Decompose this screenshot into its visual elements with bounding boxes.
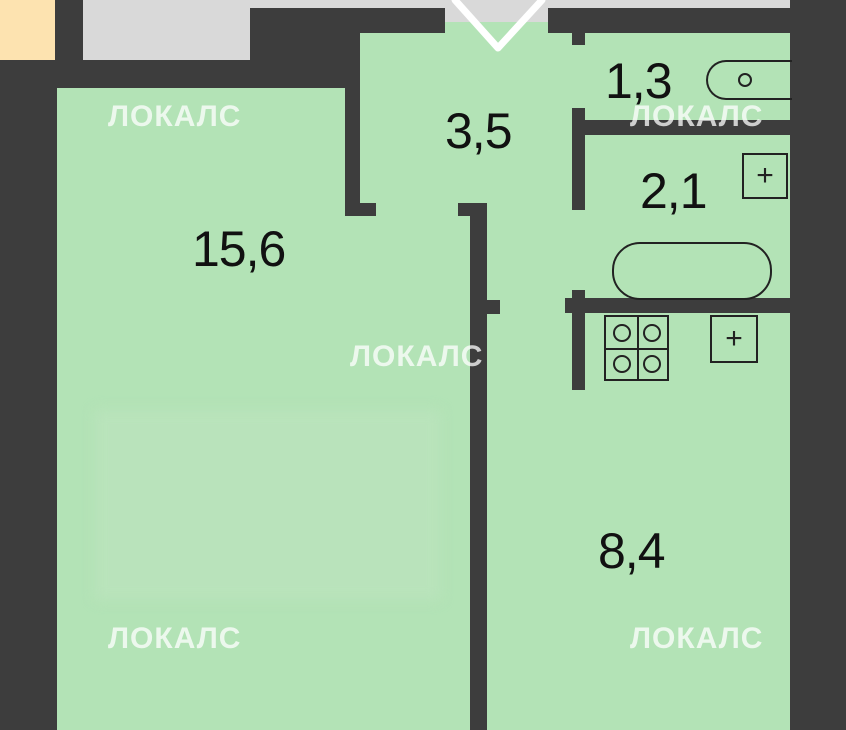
kitchen	[487, 313, 790, 730]
wall	[548, 8, 790, 33]
watermark: ЛОКАЛС	[108, 100, 242, 133]
wall	[345, 88, 360, 215]
wall	[572, 290, 585, 390]
watermark: ЛОКАЛС	[630, 622, 764, 655]
kitchen-ventilation-box-icon: +	[710, 315, 758, 363]
toilet-area: 1,3	[605, 53, 673, 109]
watermark: ЛОКАЛС	[350, 340, 484, 373]
wall	[55, 32, 83, 72]
wall	[572, 33, 585, 45]
ventilation-box-icon: +	[742, 153, 788, 199]
plus-symbol: +	[756, 159, 774, 192]
wall	[345, 203, 376, 216]
bathtub-icon	[612, 242, 772, 300]
sink-icon	[706, 60, 792, 100]
wall	[790, 0, 846, 730]
hallway-area: 3,5	[445, 103, 513, 159]
wall	[565, 298, 790, 313]
outside-corridor-right	[445, 0, 790, 10]
watermark: ЛОКАЛС	[108, 622, 242, 655]
bathroom	[585, 135, 790, 298]
kitchen-area: 8,4	[598, 523, 666, 579]
wall	[572, 120, 790, 135]
entrance-arrow-icon	[451, 0, 546, 52]
hallway	[360, 33, 585, 215]
plus-symbol: +	[725, 322, 743, 355]
stove-icon	[604, 315, 669, 381]
toilet	[585, 33, 790, 120]
wall	[470, 300, 500, 314]
neighbor-area	[0, 0, 55, 60]
wall	[470, 203, 487, 730]
living-room-area: 15,6	[192, 221, 286, 277]
watermark: ЛОКАЛС	[630, 100, 764, 133]
bathroom-area: 2,1	[640, 163, 708, 219]
corridor	[487, 200, 585, 313]
blurred-furniture	[95, 410, 440, 600]
